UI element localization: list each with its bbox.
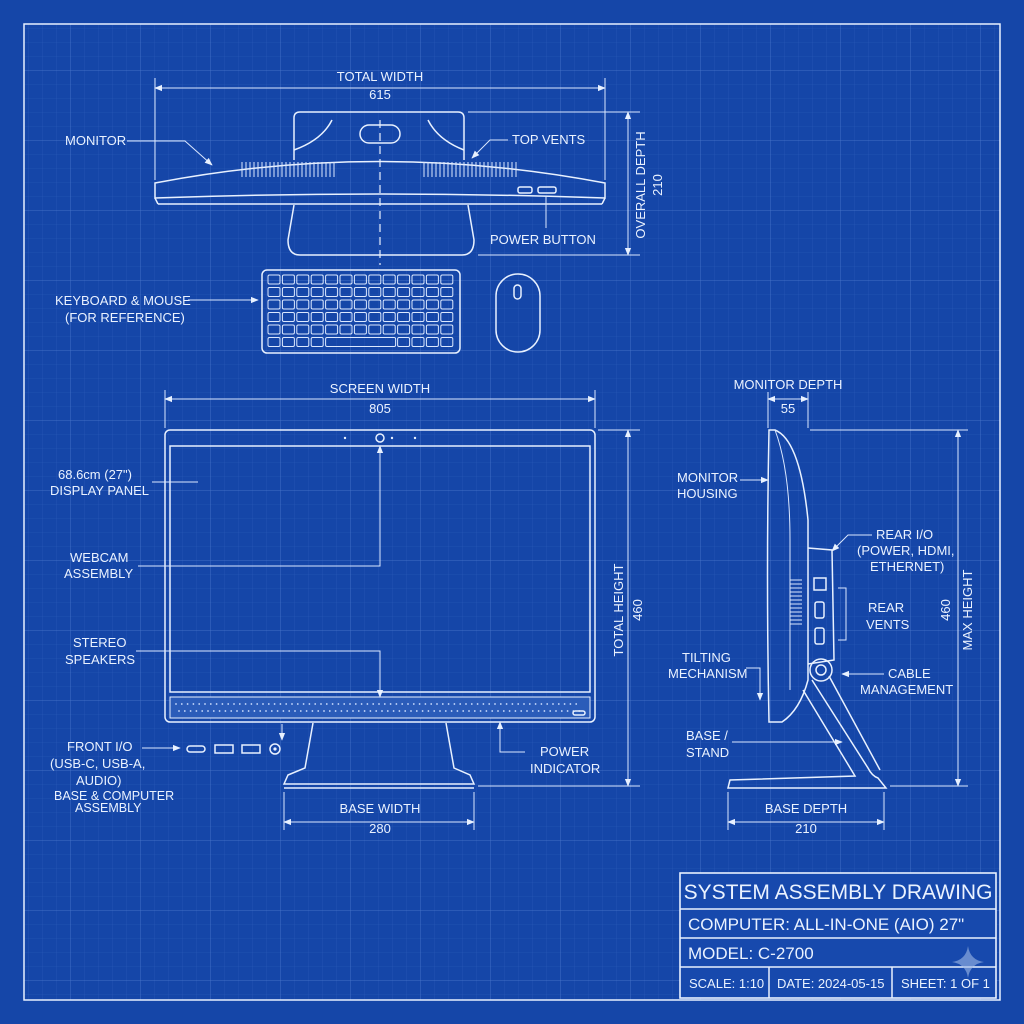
stand-callout-line1: BASE / [686, 728, 728, 743]
max-height-value: 460 [938, 599, 953, 621]
front-io-callout-line1: FRONT I/O [67, 739, 132, 754]
cable-callout-line2: MANAGEMENT [860, 682, 953, 697]
rear-io-callout-line3: ETHERNET) [870, 559, 944, 574]
rear-io-callout-line1: REAR I/O [876, 527, 933, 542]
base-depth-value: 210 [795, 821, 817, 836]
base-width-label: BASE WIDTH [340, 801, 421, 816]
title-block-scale: SCALE: 1:10 [689, 976, 764, 991]
rear-io-callout-line2: (POWER, HDMI, [857, 543, 955, 558]
base-depth-label: BASE DEPTH [765, 801, 847, 816]
max-height-label: MAX HEIGHT [960, 569, 975, 650]
front-view: SCREEN WIDTH 805 TOTAL HEIGHT 460 BASE W… [50, 381, 645, 836]
monitor-callout: MONITOR [65, 133, 126, 148]
total-width-value: 615 [369, 87, 391, 102]
sparkle-icon [952, 946, 984, 978]
base-assembly-callout-line2: ASSEMBLY [75, 801, 142, 815]
mouse-outline [495, 273, 541, 353]
rear-ethernet-port [813, 577, 827, 591]
monitor-depth-value: 55 [781, 401, 795, 416]
title-block-computer: COMPUTER: ALL-IN-ONE (AIO) 27" [688, 915, 964, 934]
usb-a-port-1 [214, 744, 234, 754]
usb-c-port [186, 745, 206, 753]
power-button-callout: POWER BUTTON [490, 232, 596, 247]
rear-vents-callout-line1: REAR [868, 600, 904, 615]
total-height-value: 460 [630, 599, 645, 621]
power-indicator-callout-line2: INDICATOR [530, 761, 600, 776]
top-vents-left [241, 162, 335, 177]
title-block-model: MODEL: C-2700 [688, 944, 814, 963]
stand-top-outline [287, 204, 475, 256]
front-stand [282, 722, 476, 785]
display-callout-line1: 68.6cm (27") [58, 467, 132, 482]
side-housing [766, 429, 809, 723]
rear-vents-callout-line2: VENTS [866, 617, 910, 632]
housing-callout-line2: HOUSING [677, 486, 738, 501]
base-width-value: 280 [369, 821, 391, 836]
keyboard-outline [261, 269, 461, 354]
monitor-front-outline [164, 429, 596, 723]
webcam-lens [375, 433, 385, 443]
rear-vents [790, 579, 802, 625]
tilt-callout-line2: MECHANISM [668, 666, 747, 681]
tilt-hinge [809, 658, 833, 682]
power-indicator-callout-line1: POWER [540, 744, 589, 759]
title-block-title: SYSTEM ASSEMBLY DRAWING [684, 881, 993, 904]
top-vents-right [423, 162, 517, 177]
keyboard-mouse-callout-line1: KEYBOARD & MOUSE [55, 293, 191, 308]
usb-a-port-2 [241, 744, 261, 754]
title-block-date: DATE: 2024-05-15 [777, 976, 884, 991]
overall-depth-value: 210 [650, 174, 665, 196]
sheet-border [23, 23, 1001, 1001]
total-width-label: TOTAL WIDTH [337, 69, 423, 84]
housing-callout-line1: MONITOR [677, 470, 738, 485]
top-view: TOTAL WIDTH 615 OVERALL DEPTH 210 MONITO… [55, 69, 665, 354]
speakers-callout-line2: SPEAKERS [65, 652, 135, 667]
cable-callout-line1: CABLE [888, 666, 931, 681]
front-io-callout-line3: AUDIO) [76, 773, 122, 788]
stand-neck-outline [293, 111, 465, 160]
rear-hdmi-port [814, 601, 825, 619]
display-callout-line2: DISPLAY PANEL [50, 483, 149, 498]
keyboard-mouse-callout-line2: (FOR REFERENCE) [65, 310, 185, 325]
top-vents-callout: TOP VENTS [512, 132, 586, 147]
stand-callout-line2: STAND [686, 745, 729, 760]
screen-width-value: 805 [369, 401, 391, 416]
overall-depth-label: OVERALL DEPTH [633, 131, 648, 238]
webcam-callout-line1: WEBCAM [70, 550, 129, 565]
total-height-label: TOTAL HEIGHT [611, 563, 626, 656]
rear-power-port [814, 627, 825, 645]
speakers-callout-line1: STEREO [73, 635, 126, 650]
speaker-grille [169, 696, 591, 719]
keyboard-keys [267, 274, 454, 347]
grid [24, 24, 1000, 1000]
side-stand [727, 679, 888, 789]
audio-jack [269, 743, 281, 755]
side-view: MONITOR DEPTH 55 MAX HEIGHT 460 BASE DEP… [668, 377, 975, 836]
front-io-callout-line2: (USB-C, USB-A, [50, 756, 145, 771]
screen-width-label: SCREEN WIDTH [330, 381, 430, 396]
title-block-sheet: SHEET: 1 OF 1 [901, 976, 990, 991]
monitor-depth-label: MONITOR DEPTH [734, 377, 843, 392]
tilt-callout-line1: TILTING [682, 650, 731, 665]
power-button-shape [517, 186, 533, 194]
base-assembly-callout-line1: BASE & COMPUTER [54, 789, 174, 803]
webcam-callout-line2: ASSEMBLY [64, 566, 133, 581]
title-block: SYSTEM ASSEMBLY DRAWING COMPUTER: ALL-IN… [679, 872, 997, 999]
